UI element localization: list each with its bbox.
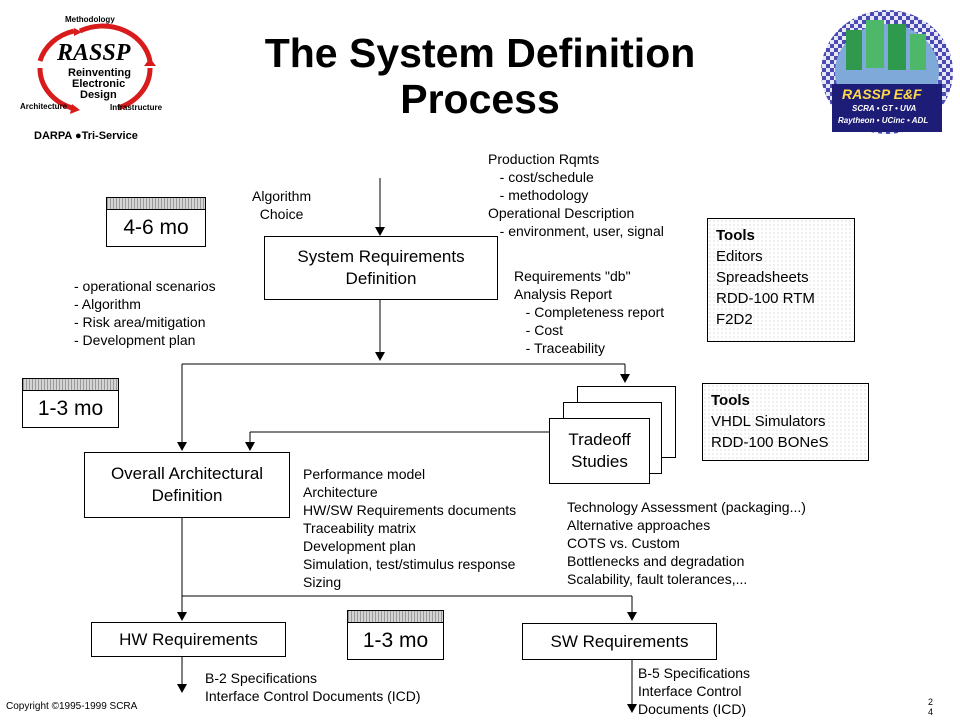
logo-architecture: Architecture — [20, 102, 68, 111]
logo-methodology: Methodology — [65, 15, 115, 24]
tools-heading-2: Tools — [711, 392, 750, 409]
logo-rassp: RASSP — [57, 40, 131, 66]
production-inputs-label: Production Rqmts - cost/schedule - metho… — [488, 151, 664, 239]
system-requirements-label: System Requirements Definition — [297, 247, 465, 288]
duration-badge-3: 1-3 mo — [347, 622, 444, 660]
rassp-ring-icon — [37, 23, 156, 114]
tools-panel-1: Tools Editors Spreadsheets RDD-100 RTM F… — [707, 218, 855, 342]
logo-reinventing: Reinventing — [68, 67, 131, 79]
algorithm-choice-label: Algorithm Choice — [252, 188, 312, 222]
page-title: The System Definition Process — [215, 30, 745, 122]
architectural-definition-label: Overall Architectural Definition — [110, 464, 264, 505]
rassp-logo: Methodology RASSP Reinventing Electronic… — [10, 6, 180, 146]
duration-badge-1: 4-6 mo — [106, 209, 206, 247]
logo-darpa: DARPA ●Tri-Service — [34, 130, 138, 142]
sw-requirements-box: SW Requirements — [522, 623, 717, 660]
tradeoff-studies-box: Tradeoff Studies — [549, 418, 650, 484]
tradeoff-topics-note: Technology Assessment (packaging...) Alt… — [567, 499, 806, 587]
tool-item: RDD-100 RTM — [716, 290, 815, 307]
sw-requirements-label: SW Requirements — [550, 631, 689, 651]
rassp-ef-logo: RASSP E&F SCRA • GT • UVA Raytheon • UCi… — [818, 8, 956, 136]
tools-panel-2: Tools VHDL Simulators RDD-100 BONeS — [702, 383, 869, 461]
hw-requirements-label: HW Requirements — [119, 629, 258, 649]
hw-requirements-box: HW Requirements — [91, 622, 286, 657]
page-number: 2 4 — [928, 697, 934, 717]
logo-infrastructure: Infrastructure — [110, 103, 163, 112]
ef-line-2: Raytheon • UCinc • ADL — [838, 116, 929, 125]
hw-output-note: B-2 Specifications Interface Control Doc… — [205, 670, 421, 704]
srd-scenarios-note: - operational scenarios - Algorithm - Ri… — [74, 278, 216, 348]
srd-reports-note: Requirements "db" Analysis Report - Comp… — [514, 268, 665, 356]
tool-item: F2D2 — [716, 311, 753, 328]
copyright: Copyright ©1995-1999 SCRA — [6, 701, 138, 712]
sw-output-note: B-5 Specifications Interface Control Doc… — [638, 665, 751, 717]
oad-outputs-note: Performance model Architecture HW/SW Req… — [303, 466, 517, 590]
tool-item: RDD-100 BONeS — [711, 434, 829, 451]
ef-title: RASSP E&F — [842, 86, 922, 102]
architectural-definition-box: Overall Architectural Definition — [84, 452, 290, 518]
logo-electronic: Electronic — [72, 78, 126, 90]
title-line-1: The System Definition — [264, 30, 696, 76]
tool-item: Editors — [716, 248, 763, 265]
tradeoff-studies-label: Tradeoff Studies — [568, 430, 631, 471]
tool-item: VHDL Simulators — [711, 413, 826, 430]
rassp-ef-emblem-icon — [821, 10, 953, 134]
title-line-2: Process — [400, 76, 560, 122]
tools-heading-1: Tools — [716, 227, 755, 244]
ef-line-1: SCRA • GT • UVA — [852, 104, 917, 113]
system-requirements-box: System Requirements Definition — [264, 236, 498, 300]
tool-item: Spreadsheets — [716, 269, 809, 286]
logo-design: Design — [80, 89, 117, 101]
duration-cap-2 — [22, 378, 119, 391]
duration-badge-2: 1-3 mo — [22, 390, 119, 428]
